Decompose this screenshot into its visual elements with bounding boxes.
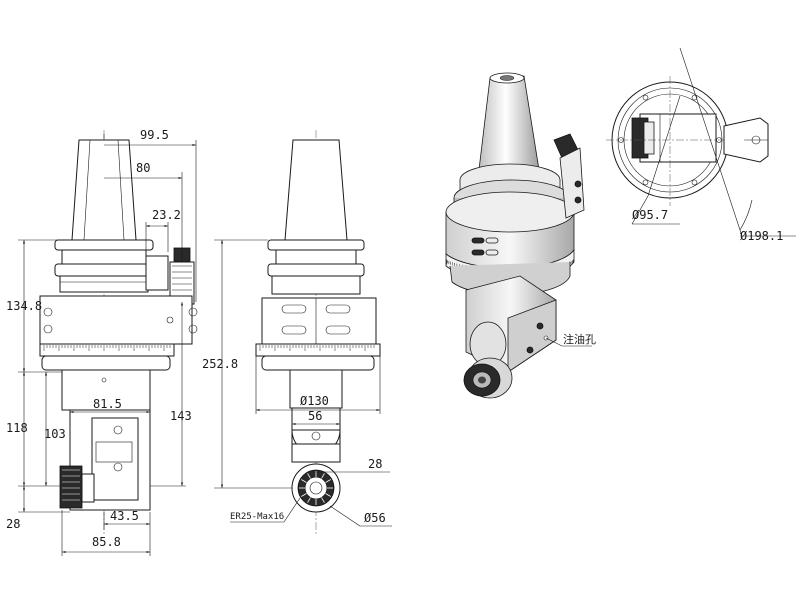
collet-slot (325, 479, 331, 483)
dim-134-8: 134.8 (6, 299, 42, 313)
top-view: Ø95.7 Ø198.1 (606, 47, 796, 243)
collet-slot (307, 497, 311, 503)
dim-118: 118 (6, 421, 28, 435)
dim-103: 103 (44, 427, 66, 441)
dim-81-5: 81.5 (93, 397, 122, 411)
dim-56: 56 (308, 409, 322, 423)
collet-slot (321, 497, 325, 503)
front-dimensions: 99.5 80 23.2 134.8 118 28 103 81.5 143 (6, 128, 197, 556)
collet-slot (321, 473, 325, 479)
dim-143: 143 (170, 409, 192, 423)
oil-hole-label: 注油孔 (563, 332, 596, 346)
collet-slot (307, 473, 311, 479)
side-dimensions: 252.8 Ø130 56 28 Ø56 ER25-Max16 (202, 239, 392, 527)
front-view (39, 130, 198, 535)
dim-99-5: 99.5 (140, 128, 169, 142)
isometric-view: 注油孔 (445, 72, 596, 399)
dim-23-2: 23.2 (152, 208, 181, 222)
dim-28-side: 28 (368, 457, 382, 471)
dim-252-8: 252.8 (202, 357, 238, 371)
bolt-hole (691, 179, 698, 186)
bolt-hole (642, 94, 649, 101)
side-view (255, 130, 381, 535)
collet-slot (301, 493, 307, 497)
dim-85-8: 85.8 (92, 535, 121, 549)
bolt-hole (691, 94, 698, 101)
collet-label: ER25-Max16 (230, 512, 284, 522)
dim-dia-56: Ø56 (364, 511, 386, 525)
bolt-hole (642, 179, 649, 186)
dim-dia-198-1: Ø198.1 (740, 229, 783, 243)
dim-dia-95-7: Ø95.7 (632, 208, 668, 222)
dim-28-left: 28 (6, 517, 20, 531)
dim-43-5: 43.5 (110, 509, 139, 523)
dim-dia-130: Ø130 (300, 394, 329, 408)
collet-slot (301, 479, 307, 483)
collet-slot (325, 493, 331, 497)
dim-80: 80 (136, 161, 150, 175)
